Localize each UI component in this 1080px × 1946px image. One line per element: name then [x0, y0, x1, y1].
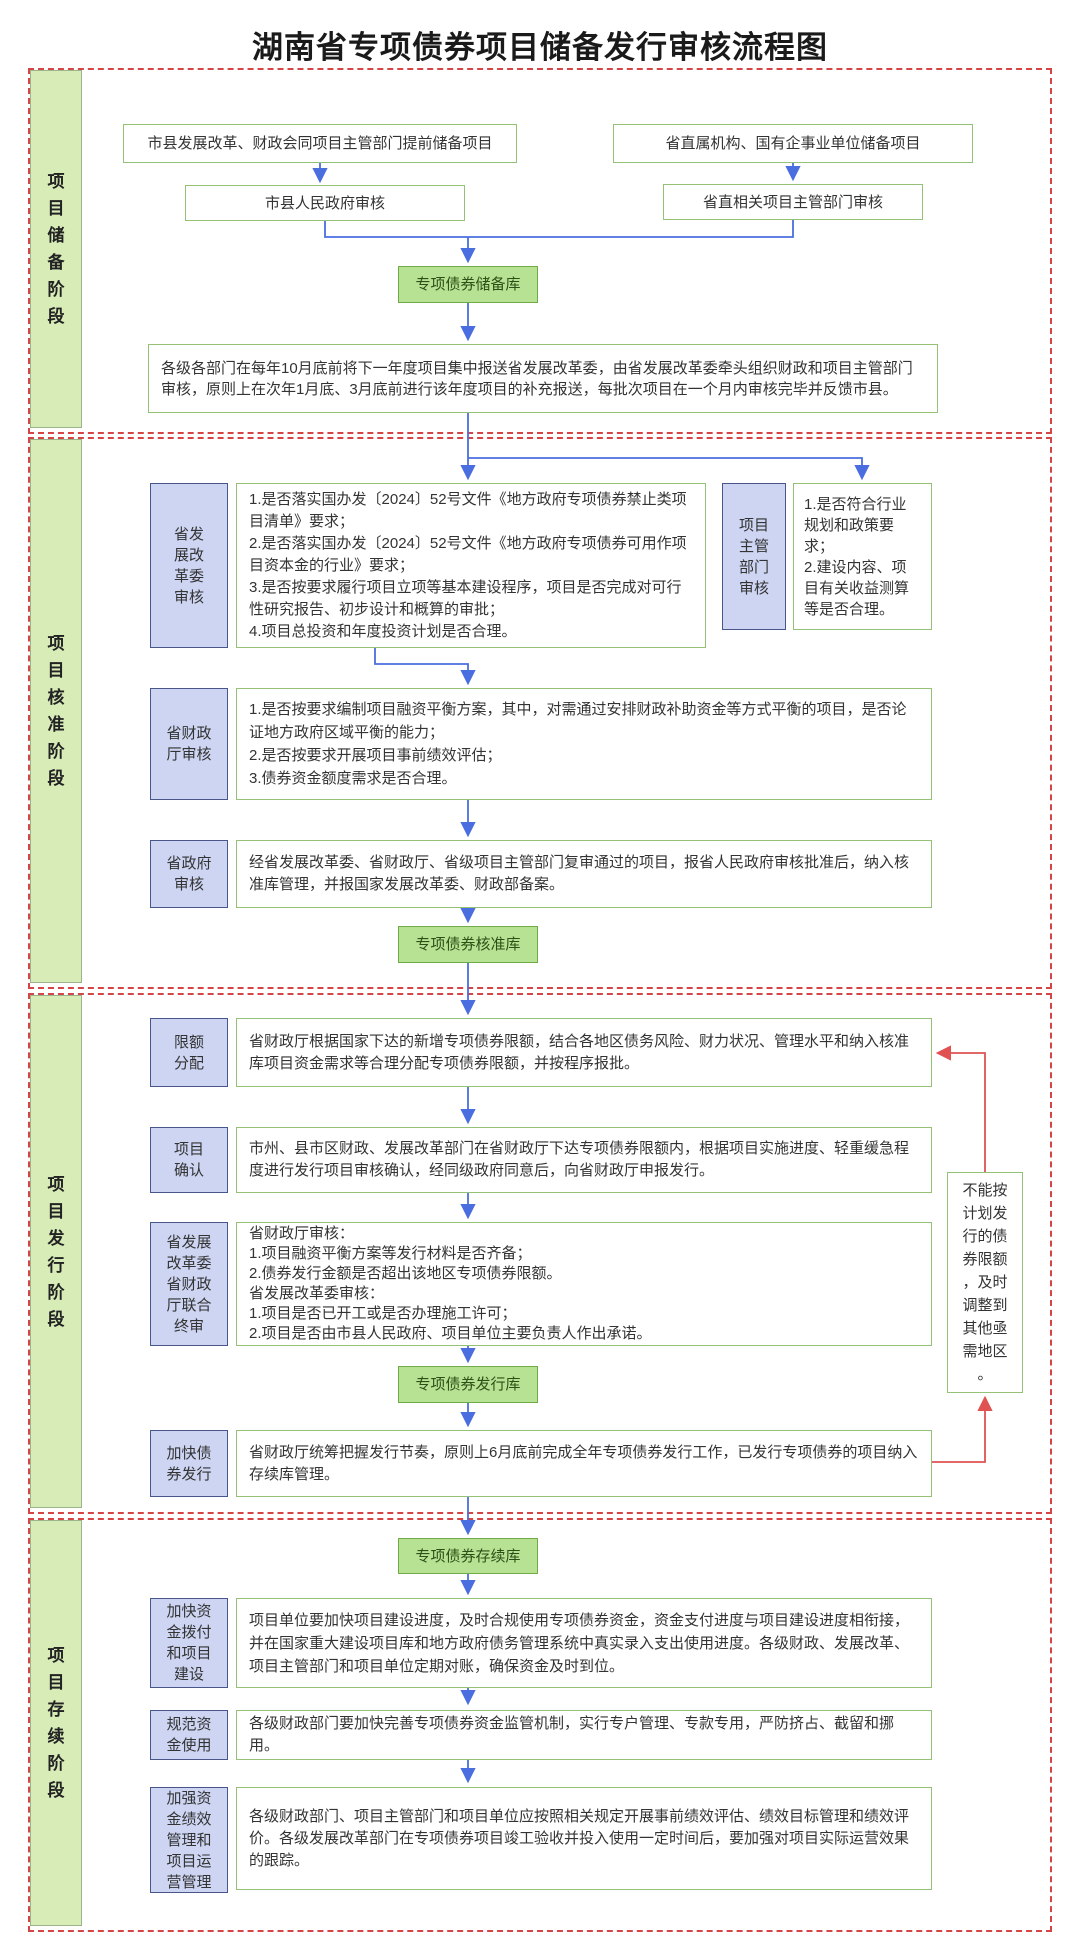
fund-usage-content: 各级财政部门要加快完善专项债券资金监管机制，实行专户管理、专款专用，严防挤占、截… — [236, 1710, 932, 1760]
stage-1-label: 项目储备阶段 — [47, 172, 65, 326]
stage-3-frame — [28, 993, 1052, 1514]
joint-final-review-content: 省财政厅审核： 1.项目融资平衡方案等发行材料是否齐备； 2.债券发行金额是否超… — [236, 1222, 932, 1346]
stage-2-bar: 项目核准阶段 — [30, 439, 82, 983]
gov-review-content: 经省发展改革委、省财政厅、省级项目主管部门复审通过的项目，报省人民政府审核批准后… — [236, 840, 932, 908]
box-city-prepare: 市县发展改革、财政会同项目主管部门提前储备项目 — [123, 124, 517, 163]
stage-3-bar: 项目发行阶段 — [30, 995, 82, 1508]
page-title: 湖南省专项债券项目储备发行审核流程图 — [252, 30, 828, 65]
stage-2-label: 项目核准阶段 — [47, 634, 65, 788]
stage-4-label: 项目存续阶段 — [47, 1646, 65, 1800]
pool-reserve-box: 专项债券储备库 — [398, 266, 538, 303]
ndrc-review-label-text: 省发展改革委审核 — [173, 525, 204, 606]
fund-allocation-label-text: 加快资金拨付和项目建设 — [166, 1603, 212, 1683]
quota-content: 省财政厅根据国家下达的新增专项债券限额，结合各地区债务风险、财力状况、管理水平和… — [236, 1018, 932, 1087]
stage-1-bar: 项目储备阶段 — [30, 70, 82, 428]
dept-review-label-text: 项目主管部门审核 — [738, 516, 769, 597]
pool-approval-box: 专项债券核准库 — [398, 926, 538, 963]
stage-2-frame — [28, 437, 1052, 989]
pool-duration-box: 专项债券存续库 — [398, 1538, 538, 1574]
joint-final-review-label: 省发展改革委省财政厅联合终审 — [150, 1222, 228, 1346]
quota-adjust-note: 不能按计划发行的债券限额，及时调整到其他亟需地区。 — [947, 1172, 1023, 1393]
box-province-prepare: 省直属机构、国有企事业单位储备项目 — [613, 124, 973, 163]
gov-review-label: 省政府审核 — [150, 840, 228, 908]
speed-issuance-label: 加快债券发行 — [150, 1430, 228, 1497]
stage-1-frame — [28, 68, 1052, 434]
speed-issuance-label-text: 加快债券发行 — [166, 1444, 212, 1483]
confirm-content: 市州、县市区财政、发展改革部门在省财政厅下达专项债券限额内，根据项目实施进度、轻… — [236, 1127, 932, 1193]
quota-label: 限额分配 — [150, 1018, 228, 1087]
finance-review-label: 省财政厅审核 — [150, 688, 228, 800]
pool-issuance-box: 专项债券发行库 — [398, 1366, 538, 1403]
fund-usage-label-text: 规范资金使用 — [166, 1716, 212, 1754]
ndrc-review-label: 省发展改革委审核 — [150, 483, 228, 648]
stage-4-frame — [28, 1518, 1052, 1932]
quota-label-text: 限额分配 — [173, 1033, 204, 1072]
ndrc-review-content: 1.是否落实国办发〔2024〕52号文件《地方政府专项债券禁止类项目清单》要求；… — [236, 483, 706, 648]
confirm-label-text: 项目确认 — [173, 1141, 204, 1179]
finance-review-label-text: 省财政厅审核 — [166, 725, 212, 763]
dept-review-content: 1.是否符合行业规划和政策要求； 2.建设内容、项目有关收益测算等是否合理。 — [793, 483, 932, 630]
performance-mgmt-content: 各级财政部门、项目主管部门和项目单位应按照相关规定开展事前绩效评估、绩效目标管理… — [236, 1787, 932, 1890]
box-city-review: 市县人民政府审核 — [185, 185, 465, 221]
box-province-review: 省直相关项目主管部门审核 — [663, 184, 923, 220]
fund-usage-label: 规范资金使用 — [150, 1710, 228, 1760]
performance-mgmt-label: 加强资金绩效管理和项目运营管理 — [150, 1787, 228, 1893]
gov-review-label-text: 省政府审核 — [166, 855, 212, 893]
fund-allocation-content: 项目单位要加快项目建设进度，及时合规使用专项债券资金，资金支付进度与项目建设进度… — [236, 1598, 932, 1688]
stage-1-note: 各级各部门在每年10月底前将下一年度项目集中报送省发展改革委，由省发展改革委牵头… — [148, 344, 938, 413]
dept-review-label: 项目主管部门审核 — [722, 483, 786, 630]
fund-allocation-label: 加快资金拨付和项目建设 — [150, 1598, 228, 1688]
confirm-label: 项目确认 — [150, 1127, 228, 1193]
speed-issuance-content: 省财政厅统筹把握发行节奏，原则上6月底前完成全年专项债券发行工作，已发行专项债券… — [236, 1430, 932, 1497]
finance-review-content: 1.是否按要求编制项目融资平衡方案，其中，对需通过安排财政补助资金等方式平衡的项… — [236, 688, 932, 800]
performance-mgmt-label-text: 加强资金绩效管理和项目运营管理 — [166, 1789, 212, 1891]
joint-final-review-label-text: 省发展改革委省财政厅联合终审 — [166, 1233, 212, 1335]
stage-4-bar: 项目存续阶段 — [30, 1520, 82, 1926]
stage-3-label: 项目发行阶段 — [47, 1174, 65, 1329]
